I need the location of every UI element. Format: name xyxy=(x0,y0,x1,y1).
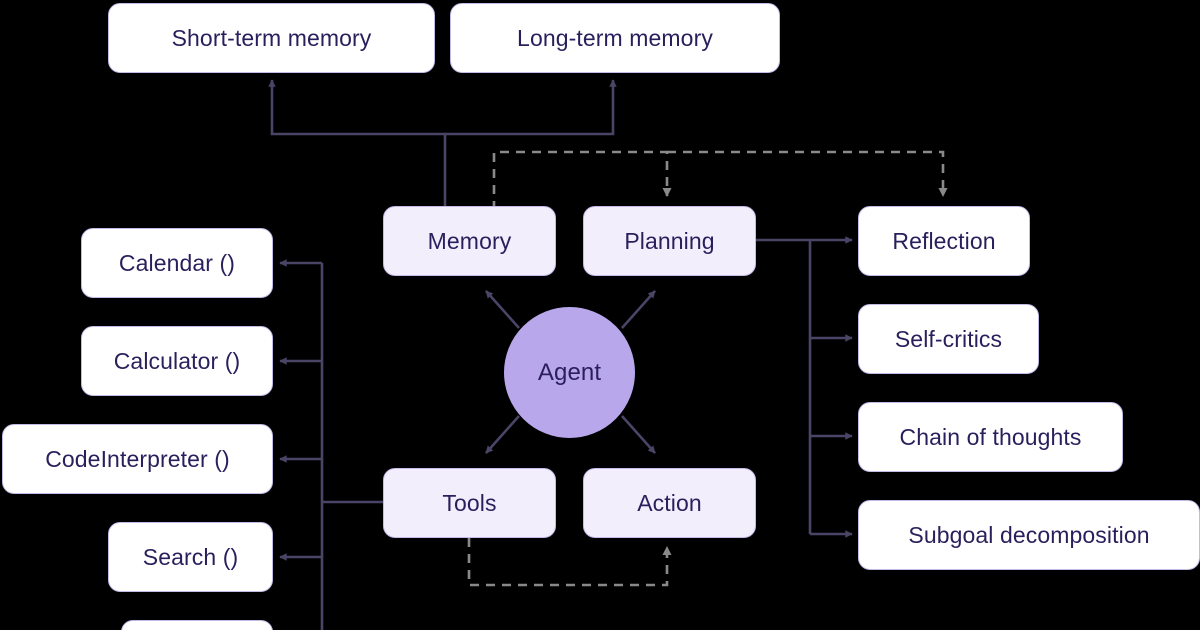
node-action-label: Action xyxy=(637,489,702,516)
node-agent-label: Agent xyxy=(537,358,602,386)
node-action[interactable]: Action xyxy=(583,468,756,538)
node-tool-calculator[interactable]: Calculator () xyxy=(81,326,273,396)
node-planning[interactable]: Planning xyxy=(583,206,756,276)
node-tool-search[interactable]: Search () xyxy=(108,522,273,592)
node-planning-label: Planning xyxy=(624,227,715,254)
node-agent[interactable]: Agent xyxy=(504,307,635,438)
edge-tools-action-feedback xyxy=(467,538,672,587)
node-chain-of-thoughts[interactable]: Chain of thoughts xyxy=(858,402,1123,472)
edge-memory-longterm xyxy=(445,79,617,136)
node-memory[interactable]: Memory xyxy=(383,206,556,276)
edge-memory-feedback-planning xyxy=(492,150,672,210)
edge-agent-action xyxy=(621,415,656,454)
node-tool-calendar-label: Calendar () xyxy=(118,249,236,276)
node-subgoal-decomposition[interactable]: Subgoal decomposition xyxy=(858,500,1200,570)
edge-agent-tools xyxy=(485,415,520,454)
node-tools[interactable]: Tools xyxy=(383,468,556,538)
node-reflection-label: Reflection xyxy=(892,227,996,254)
node-tool-clipped[interactable] xyxy=(121,620,273,630)
edge-agent-memory xyxy=(485,290,520,329)
node-memory-label: Memory xyxy=(427,227,512,254)
node-long-term-memory[interactable]: Long-term memory xyxy=(450,3,780,73)
edge-agent-planning xyxy=(621,290,656,329)
node-reflection[interactable]: Reflection xyxy=(858,206,1030,276)
node-tool-search-label: Search () xyxy=(142,543,239,570)
node-long-term-memory-label: Long-term memory xyxy=(517,24,713,51)
edge-memory-shortterm xyxy=(268,79,447,210)
node-tool-calculator-label: Calculator () xyxy=(113,347,241,374)
node-tools-label: Tools xyxy=(442,489,497,516)
node-self-critics-label: Self-critics xyxy=(894,325,1003,352)
node-tool-code-interpreter[interactable]: CodeInterpreter () xyxy=(2,424,273,494)
node-short-term-memory-label: Short-term memory xyxy=(171,24,372,51)
node-short-term-memory[interactable]: Short-term memory xyxy=(108,3,435,73)
node-tool-code-interpreter-label: CodeInterpreter () xyxy=(45,445,230,472)
node-subgoal-decomposition-label: Subgoal decomposition xyxy=(908,521,1150,548)
node-tool-calendar[interactable]: Calendar () xyxy=(81,228,273,298)
edge-memory-feedback-reflection xyxy=(667,150,948,197)
node-self-critics[interactable]: Self-critics xyxy=(858,304,1039,374)
node-chain-of-thoughts-label: Chain of thoughts xyxy=(899,423,1082,450)
